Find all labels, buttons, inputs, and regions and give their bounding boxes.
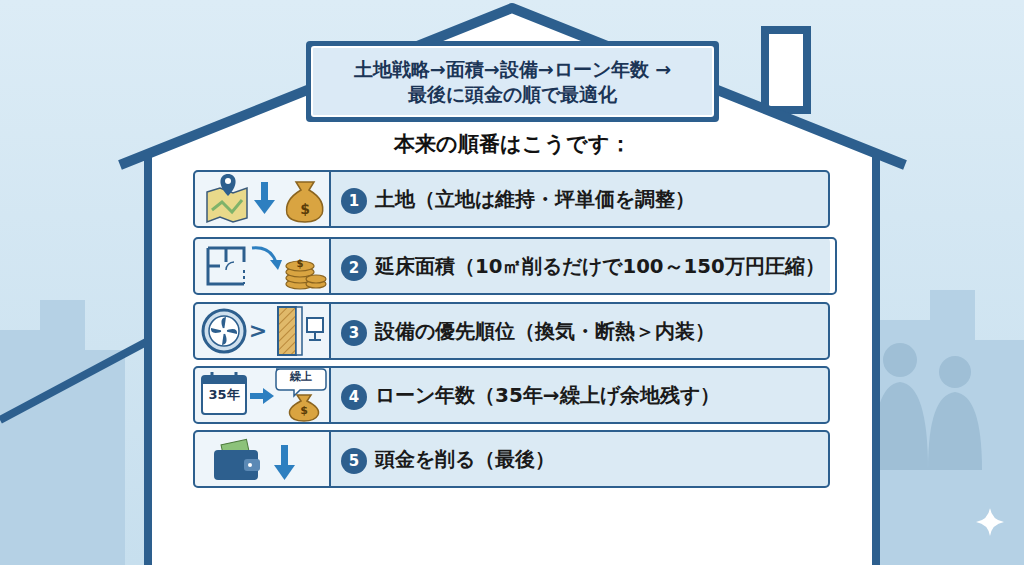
icon-cell — [195, 172, 329, 486]
house-roof — [120, 8, 905, 165]
fan-icon — [203, 310, 245, 352]
roof-line — [0, 340, 150, 420]
step-text: 設備の優先順位（換気・断熱＞内装） — [375, 318, 715, 345]
money-bag — [289, 395, 318, 421]
down-arrow — [254, 182, 275, 214]
step-box: 延床面積（10㎡削るだけで100～150万円圧縮） 2 — [193, 237, 837, 295]
right-arrow — [250, 388, 274, 404]
people-silhouette — [872, 343, 982, 470]
callout-number: 3 — [349, 324, 359, 342]
step-box: 設備の優先順位（換気・断熱＞内装） 3 — [193, 302, 830, 360]
house-wall — [872, 150, 880, 565]
section-heading: 本来の順番はこうです： — [394, 133, 631, 156]
banner-frame — [306, 41, 719, 122]
step-number: 5 — [341, 448, 367, 474]
down-arrow — [274, 445, 295, 480]
wallet-icon — [214, 439, 260, 480]
step-box: 土地（立地は維持・坪単価を調整） 1 — [193, 170, 830, 228]
step-text: ローン年数（35年→繰上げ余地残す） — [375, 382, 720, 409]
step-number: 1 — [341, 188, 367, 214]
step-number: 4 — [341, 384, 367, 410]
step-box: 頭金を削る（最後） 5 — [193, 430, 830, 488]
calendar-icon — [202, 372, 246, 414]
step-number: 3 — [341, 320, 367, 346]
calendar-label: 35年 — [208, 388, 239, 402]
step-number: 2 — [341, 255, 367, 281]
currency-sign: $ — [297, 258, 304, 269]
callout-number: 1 — [349, 192, 359, 210]
currency-sign: $ — [300, 405, 308, 417]
step-text: 延床面積（10㎡削るだけで100～150万円圧縮） — [375, 253, 825, 280]
comparison-symbol: > — [249, 319, 267, 343]
map-icon — [207, 174, 247, 222]
step-text: 土地（立地は維持・坪単価を調整） — [375, 186, 695, 213]
money-bag — [287, 182, 323, 222]
currency-sign: $ — [300, 202, 310, 217]
house-interior — [148, 12, 876, 565]
monitor-icon — [307, 318, 323, 340]
cell-divider — [329, 170, 331, 488]
row-fill — [193, 170, 830, 488]
insulation-panel — [278, 307, 302, 355]
curved-arrow — [252, 248, 282, 270]
coin-stack — [286, 261, 326, 289]
chimney — [765, 30, 807, 110]
speech-bubble — [276, 369, 326, 396]
callout-number: 4 — [349, 388, 359, 406]
callout-number: 5 — [349, 452, 359, 470]
title-banner: 土地戦略→面積→設備→ローン年数 →最後に頭金の順で最適化 — [311, 46, 714, 117]
step-box: ローン年数（35年→繰上げ余地残す） 4 — [193, 366, 830, 424]
callout-number: 2 — [349, 259, 359, 277]
sparkle — [976, 508, 1004, 536]
title-text: 土地戦略→面積→設備→ローン年数 →最後に頭金の順で最適化 — [318, 57, 708, 106]
house-wall — [144, 150, 152, 565]
bubble-label: 繰上 — [290, 371, 312, 383]
floor-plan-icon — [208, 248, 244, 284]
step-text: 頭金を削る（最後） — [375, 446, 555, 473]
